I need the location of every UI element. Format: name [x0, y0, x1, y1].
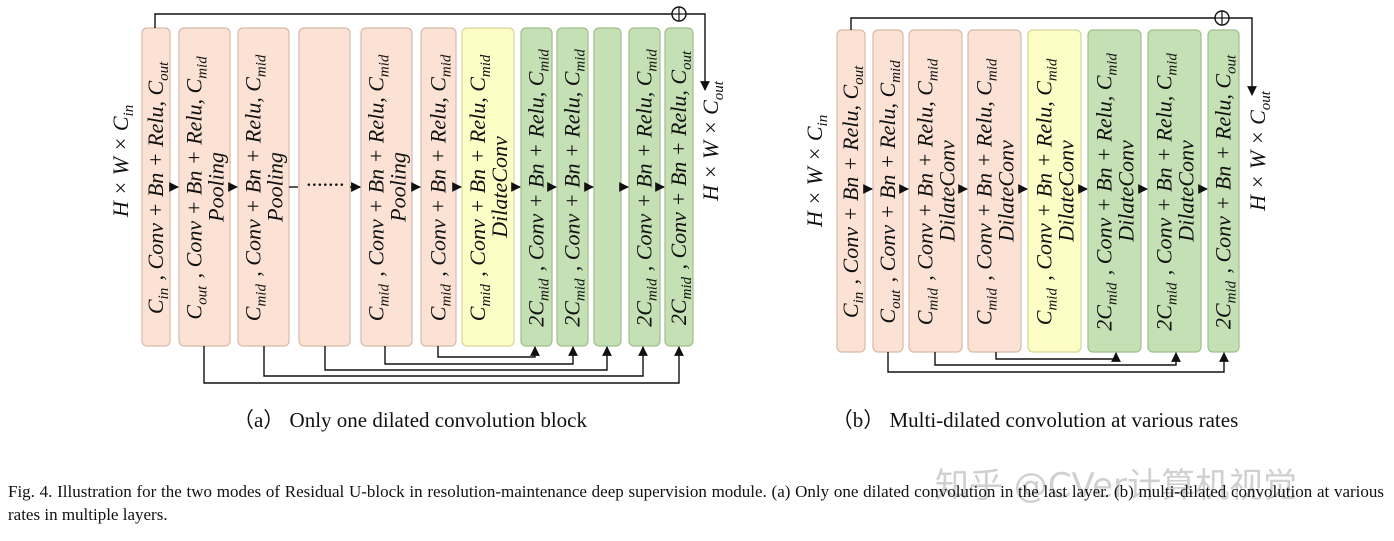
dimension-label: H × W × Cout	[698, 79, 727, 202]
block-label: Cmid , Conv + Bn + Relu, Cmid	[426, 53, 455, 321]
block-label: DilateConv	[487, 136, 512, 239]
block-label: DilateConv	[1054, 140, 1079, 243]
residual-line	[850, 17, 1215, 30]
block-label: DilateConv	[994, 140, 1019, 243]
panel-a: Cin , Conv + Bn + Relu, Cout Cout , Conv…	[108, 6, 727, 432]
block-label: Cin , Conv + Bn + Relu, Cout	[143, 60, 172, 314]
block-box	[664, 27, 694, 347]
block-label: DilateConv	[1114, 140, 1139, 243]
block-2: Cout , Conv + Bn + Relu, Cmid	[872, 29, 904, 353]
block-label: Cmid , Conv + Bn + Relu, Cmid	[364, 53, 393, 321]
block-label: 2Cmid , Conv + Bn + Relu, Cmid	[632, 47, 661, 326]
dimension-label: H × W × Cin	[802, 113, 831, 228]
skip-connection	[324, 346, 612, 371]
block-2: Cout , Conv + Bn + Relu, Cmid Pooling	[178, 27, 231, 347]
residual-output-arrow	[686, 13, 710, 91]
block-label: Pooling	[386, 152, 411, 223]
block-9: 2Cmid , Conv + Bn + Relu, Cmid	[556, 27, 589, 347]
subcaption-b: （b） Multi-dilated convolution at various…	[832, 408, 1239, 432]
residual-output-arrow	[1229, 17, 1257, 96]
subcaption-a: （a） Only one dilated convolution block	[233, 408, 588, 432]
block-label: Cmid , Conv + Bn + Relu, Cmid	[465, 53, 494, 321]
block-box	[1207, 29, 1240, 353]
block-11: 2Cmid , Conv + Bn + Relu, Cmid	[628, 27, 661, 347]
skip-connection	[934, 352, 1181, 366]
skip-connection	[995, 352, 1121, 362]
dimension-label: H × W × Cin	[108, 103, 137, 218]
block-label: 2Cmid , Conv + Bn + Relu, Cout	[1211, 53, 1240, 329]
block-label: 2Cmid , Conv + Bn + Relu, Cmid	[524, 47, 553, 326]
ellipsis: ·······	[306, 172, 345, 197]
skip-connection	[887, 352, 1229, 373]
block-label: Cout , Conv + Bn + Relu, Cmid	[875, 58, 904, 323]
block-label: 2Cmid , Conv + Bn + Relu, Cmid	[560, 47, 589, 326]
block-label: Cmid , Conv + Bn + Relu, Cmid	[1032, 57, 1061, 325]
block-7: Cmid , Conv + Bn + Relu, Cmid DilateConv	[461, 27, 515, 347]
add-operator-icon	[671, 6, 687, 22]
block-10	[593, 27, 622, 347]
diagram: Cin , Conv + Bn + Relu, Cout Cout , Conv…	[108, 6, 1274, 432]
skip-connection	[263, 346, 648, 377]
block-label: 2Cmid , Conv + Bn + Relu, Cmid	[1092, 51, 1121, 330]
block-6: Cmid , Conv + Bn + Relu, Cmid	[420, 27, 457, 347]
block-1: Cin , Conv + Bn + Relu, Cout	[141, 27, 172, 347]
block-label: Pooling	[204, 152, 229, 223]
block-7: 2Cmid , Conv + Bn + Relu, Cmid DilateCon…	[1147, 29, 1202, 353]
block-4: Cmid , Conv + Bn + Relu, Cmid DilateConv	[967, 29, 1022, 353]
block-label: Cin , Conv + Bn + Relu, Cout	[838, 64, 867, 318]
block-8: 2Cmid , Conv + Bn + Relu, Cmid	[520, 27, 553, 347]
block-label: Cmid , Conv + Bn + Relu, Cmid	[913, 57, 942, 325]
block-label: 2Cmid , Conv + Bn + Relu, Cout	[666, 49, 695, 325]
block-8: 2Cmid , Conv + Bn + Relu, Cout	[1207, 29, 1240, 353]
skip-connection	[203, 346, 684, 384]
block-label: Cout , Conv + Bn + Relu, Cmid	[182, 54, 211, 319]
skip-connection	[437, 346, 540, 358]
block-5: Cmid , Conv + Bn + Relu, Cmid Pooling	[360, 27, 413, 347]
block-label: Cmid , Conv + Bn + Relu, Cmid	[241, 53, 270, 321]
watermark: 知乎 @CVer计算机视觉	[935, 466, 1298, 506]
block-label: DilateConv	[1174, 140, 1199, 243]
block-box	[593, 27, 622, 347]
block-label: 2Cmid , Conv + Bn + Relu, Cmid	[1152, 51, 1181, 330]
figure-caption: Fig. 4. Illustration for the two modes o…	[8, 482, 1384, 524]
dimension-label: H × W × Cout	[1245, 89, 1274, 212]
add-operator-icon	[1214, 10, 1230, 26]
block-5: Cmid , Conv + Bn + Relu, Cmid DilateConv	[1027, 29, 1082, 353]
block-1: Cin , Conv + Bn + Relu, Cout	[836, 29, 867, 353]
skip-connection	[384, 346, 578, 365]
block-12: 2Cmid , Conv + Bn + Relu, Cout	[664, 27, 695, 347]
block-6: 2Cmid , Conv + Bn + Relu, Cmid DilateCon…	[1087, 29, 1142, 353]
residual-line	[154, 13, 672, 28]
block-label: Pooling	[263, 152, 288, 223]
block-label: DilateConv	[935, 140, 960, 243]
panel-b: Cin , Conv + Bn + Relu, Cout Cout , Conv…	[802, 10, 1274, 432]
block-3: Cmid , Conv + Bn + Relu, Cmid DilateConv	[908, 29, 963, 353]
block-label: Cmid , Conv + Bn + Relu, Cmid	[972, 57, 1001, 325]
block-3: Cmid , Conv + Bn + Relu, Cmid Pooling	[237, 27, 290, 347]
